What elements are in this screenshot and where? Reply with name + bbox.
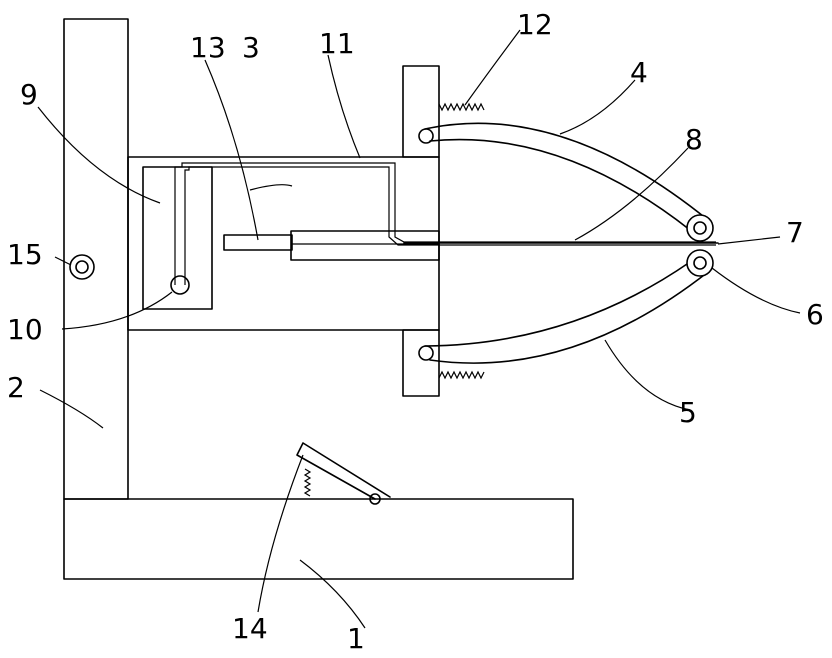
lower-spring-icon <box>439 372 484 378</box>
pulley-icon <box>171 276 189 294</box>
knob-icon <box>70 255 94 279</box>
label-8: 8 <box>685 123 703 156</box>
base-lever <box>297 443 390 499</box>
lower-roller-icon <box>687 250 713 276</box>
label-1: 1 <box>347 622 365 655</box>
label-2: 2 <box>7 371 25 404</box>
label-4: 4 <box>630 56 648 89</box>
lower-arm <box>425 262 708 363</box>
leader-lines <box>38 30 800 628</box>
label-9: 9 <box>20 78 38 111</box>
upper-bracket <box>403 66 439 157</box>
wire-path <box>175 163 716 285</box>
label-12: 12 <box>517 8 553 41</box>
label-6: 6 <box>806 298 824 331</box>
label-3: 3 <box>242 31 260 64</box>
label-10: 10 <box>7 313 43 346</box>
base-spring-icon <box>305 469 310 496</box>
upper-roller-icon <box>687 215 713 241</box>
lower-bracket <box>403 330 439 396</box>
base-plate <box>64 499 573 579</box>
wire-path-inner <box>185 167 716 285</box>
label-14: 14 <box>232 612 268 645</box>
lower-arm-pivot <box>419 346 433 360</box>
label-11: 11 <box>319 27 355 60</box>
label-15: 15 <box>7 238 43 271</box>
label-7: 7 <box>786 216 804 249</box>
upper-spring-icon <box>439 104 484 110</box>
upper-arm-pivot <box>419 129 433 143</box>
upper-arm <box>425 123 708 230</box>
label-5: 5 <box>679 396 697 429</box>
label-13: 13 <box>190 31 226 64</box>
inner-box <box>143 167 212 309</box>
